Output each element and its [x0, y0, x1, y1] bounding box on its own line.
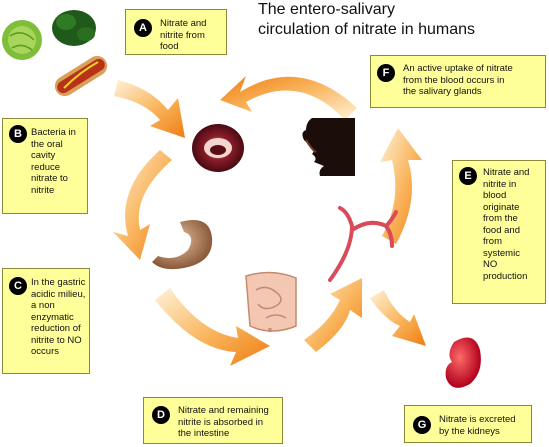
- box-b-line: the oral: [31, 138, 63, 150]
- box-b-line: reduce: [31, 161, 61, 173]
- box-a-line: food: [160, 41, 179, 52]
- box-a-line: Nitrate and: [160, 18, 207, 29]
- lettuce-icon: [2, 20, 42, 60]
- mouth-icon: [192, 124, 244, 172]
- hotdog-icon: [54, 55, 108, 97]
- box-a: A Nitrate and nitrite from food: [125, 9, 227, 55]
- badge-c: C: [9, 277, 27, 295]
- stomach-icon: [152, 220, 213, 270]
- badge-a: A: [134, 19, 152, 37]
- face-silhouette-icon: [302, 118, 355, 176]
- spinach-icon: [52, 10, 96, 46]
- box-e-line: from: [483, 236, 502, 247]
- box-d-line: Nitrate and remaining: [178, 405, 269, 416]
- title-line-2: circulation of nitrate in humans: [258, 21, 475, 38]
- box-b-line: Bacteria in: [31, 127, 76, 138]
- box-g: G Nitrate is excreted by the kidneys: [404, 405, 532, 443]
- box-e-line: blood: [483, 190, 507, 201]
- badge-e: E: [459, 167, 477, 185]
- blood-vessel-icon: [328, 206, 398, 282]
- badge-b: B: [9, 125, 27, 143]
- intestine-icon: [245, 271, 297, 332]
- box-f-line: An active uptake of nitrate: [403, 63, 513, 74]
- box-e-line: from the: [483, 213, 518, 224]
- box-d-line: nitrite is absorbed in: [178, 416, 264, 428]
- box-e-line: NO: [483, 259, 498, 270]
- box-g-text: Nitrate is excreted by the kidneys: [439, 414, 516, 437]
- box-b-line: nitrite: [31, 184, 55, 196]
- badge-f: F: [377, 64, 395, 82]
- arrow-blood-to-kidney: [370, 290, 426, 346]
- box-f-line: from the blood occurs in: [403, 74, 505, 86]
- box-g-line: Nitrate is excreted: [439, 414, 516, 425]
- diagram-title: The entero-salivary circulation of nitra…: [258, 0, 548, 40]
- arrow-stomach-to-intestine: [155, 288, 270, 366]
- box-b-line: cavity: [31, 150, 56, 161]
- kidney-icon: [445, 337, 481, 388]
- box-c-line: In the gastric: [31, 277, 86, 288]
- box-f: F An active uptake of nitrate from the b…: [370, 55, 546, 108]
- box-a-line: nitrite from: [160, 29, 205, 41]
- box-c-line: enzymatic: [31, 311, 74, 323]
- box-b: B Bacteria in the oral cavity reduce nit…: [2, 118, 88, 214]
- arrow-top: [220, 76, 357, 120]
- title-line-1: The entero-salivary: [258, 1, 395, 18]
- box-d-line: the intestine: [178, 428, 230, 439]
- box-g-line: by the kidneys: [439, 425, 500, 437]
- box-c-line: occurs: [31, 346, 59, 357]
- box-b-text: Bacteria in the oral cavity reduce nitra…: [31, 127, 76, 196]
- box-c: C In the gastric acidic milieu, a non en…: [2, 268, 90, 374]
- box-e-line: nitrite in: [483, 178, 517, 190]
- box-e-text: Nitrate and nitrite in blood originate f…: [483, 167, 529, 282]
- arrow-food-to-mouth: [114, 80, 185, 138]
- box-e: E Nitrate and nitrite in blood originate…: [452, 160, 546, 304]
- box-e-line: production: [483, 270, 528, 282]
- box-f-text: An active uptake of nitrate from the blo…: [403, 63, 513, 98]
- box-d-text: Nitrate and remaining nitrite is absorbe…: [178, 405, 269, 440]
- box-c-line: a non: [31, 300, 55, 311]
- box-c-line: reduction of: [31, 323, 81, 334]
- box-a-text: Nitrate and nitrite from food: [160, 18, 206, 53]
- box-e-line: Nitrate and: [483, 167, 530, 178]
- arrow-mouth-to-stomach: [113, 150, 172, 260]
- box-d: D Nitrate and remaining nitrite is absor…: [143, 397, 283, 444]
- arrow-blood-to-glands: [380, 128, 422, 244]
- box-c-line: acidic milieu,: [31, 288, 86, 300]
- box-e-line: systemic: [483, 247, 520, 259]
- box-c-line: nitrite to NO: [31, 334, 82, 346]
- box-e-line: originate: [483, 201, 520, 213]
- arrow-intestine-to-blood: [304, 278, 362, 352]
- badge-g: G: [413, 416, 431, 434]
- box-e-line: food and: [483, 224, 520, 236]
- box-f-line: the salivary glands: [403, 86, 482, 97]
- box-b-line: nitrate to: [31, 173, 68, 184]
- box-c-text: In the gastric acidic milieu, a non enzy…: [31, 277, 85, 358]
- badge-d: D: [152, 406, 170, 424]
